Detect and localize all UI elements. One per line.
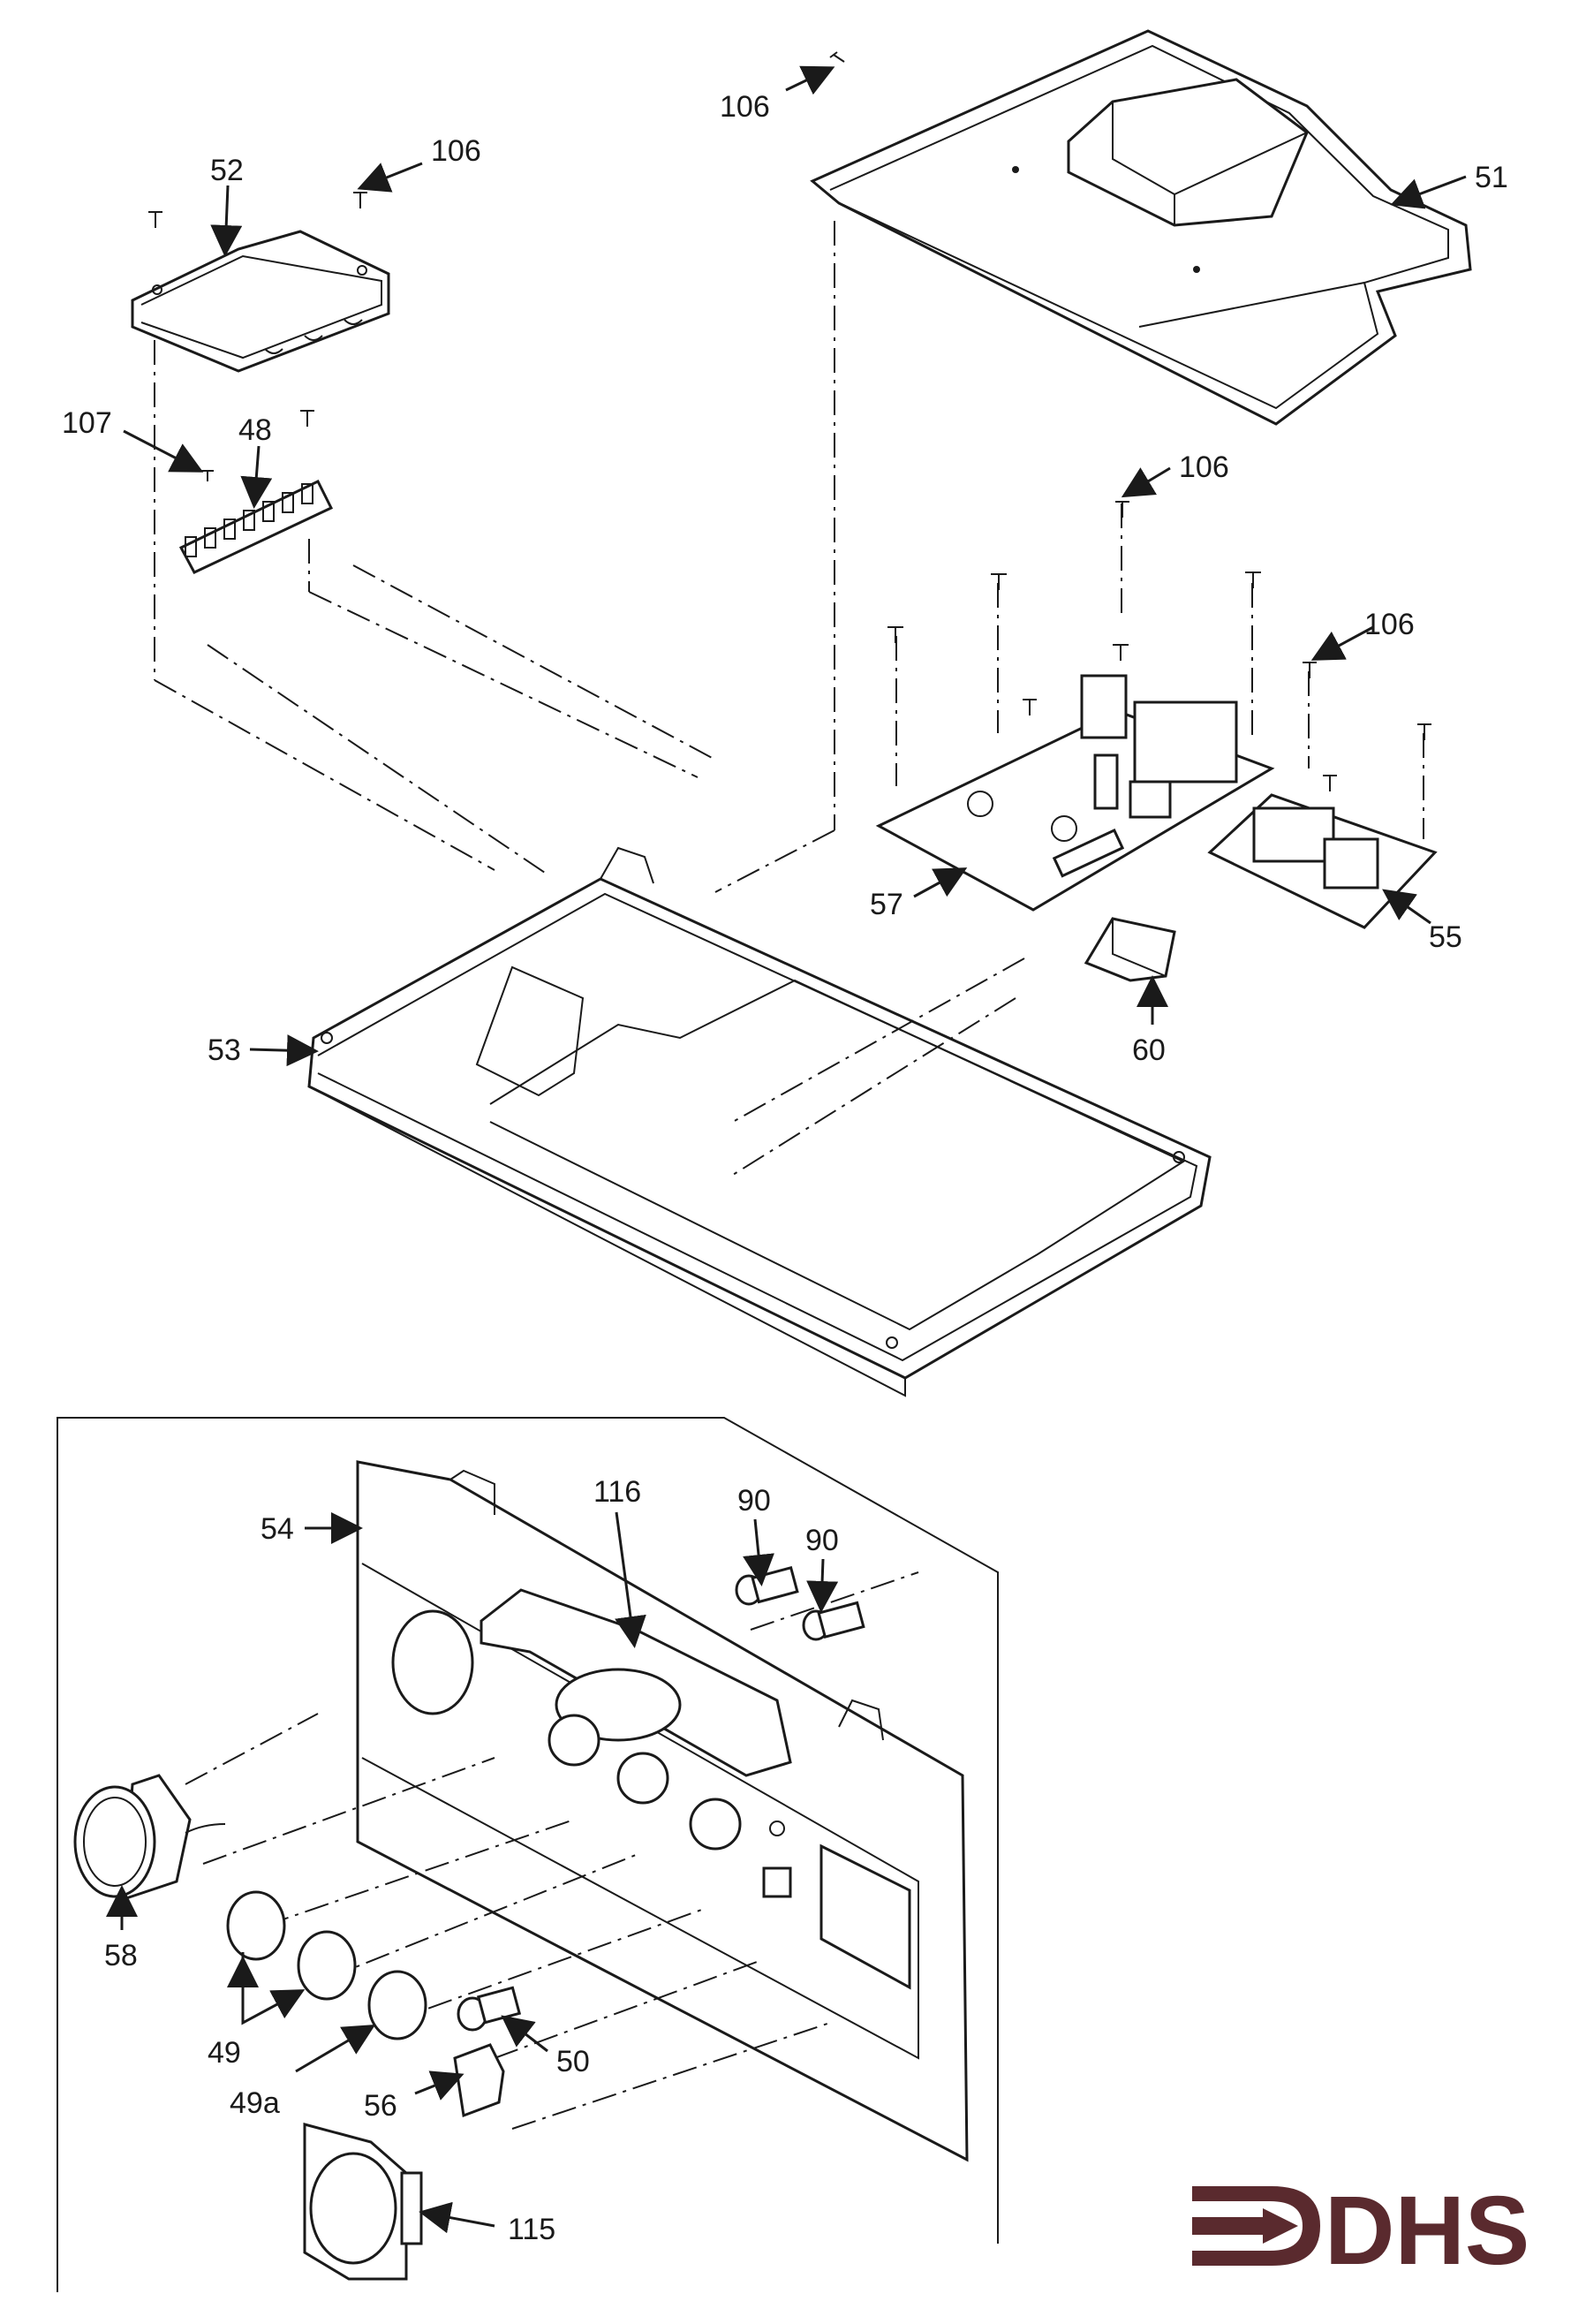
part-50-lamp [457, 1986, 522, 2032]
label-106: 106 [720, 90, 770, 124]
part-51-cover [810, 29, 1472, 426]
part-49-knobs [226, 1890, 427, 2040]
label-57: 57 [870, 888, 903, 921]
part-55-relay-board [1207, 793, 1438, 929]
label-50: 50 [556, 2045, 590, 2078]
label-90: 90 [805, 1524, 839, 1557]
label-60: 60 [1132, 1033, 1166, 1067]
label-106: 106 [431, 134, 481, 168]
assembly-guide-lines-bottom [185, 1571, 919, 2130]
part-48-terminal-strip [178, 480, 334, 574]
label-55: 55 [1429, 920, 1462, 954]
label-106: 106 [1364, 608, 1415, 641]
label-51: 51 [1475, 161, 1508, 194]
part-115-bezel [303, 2123, 423, 2281]
label-90: 90 [737, 1484, 771, 1518]
label-106: 106 [1179, 450, 1229, 484]
part-58-gauge [73, 1774, 226, 1902]
control-panel-frame [57, 1417, 999, 2292]
part-53-chassis-tray [307, 846, 1212, 1397]
label-116: 116 [593, 1475, 641, 1509]
label-49a: 49a [230, 2086, 280, 2120]
leader-lines [106, 65, 1467, 2234]
part-60-relay [1084, 917, 1176, 982]
part-57-main-pcb [875, 674, 1275, 912]
label-115: 115 [508, 2213, 555, 2246]
label-49: 49 [208, 2036, 241, 2070]
label-54: 54 [261, 1512, 294, 1546]
assembly-guide-lines-top [154, 221, 1424, 1176]
screws-top [148, 51, 1431, 791]
part-56-switch [453, 2043, 505, 2118]
label-53: 53 [208, 1033, 241, 1067]
part-52-terminal-cover [131, 230, 390, 373]
label-107: 107 [62, 406, 112, 440]
label-48: 48 [238, 413, 272, 447]
label-58: 58 [104, 1939, 138, 1972]
label-52: 52 [210, 154, 244, 187]
dhs-logo: DHS [1192, 2176, 1529, 2285]
part-number-labels: 106 106 52 51 107 48 106 106 57 55 60 53… [62, 90, 1508, 2246]
part-54-control-panel [356, 1460, 969, 2162]
label-56: 56 [364, 2089, 397, 2123]
logo-text: DHS [1325, 2176, 1529, 2285]
